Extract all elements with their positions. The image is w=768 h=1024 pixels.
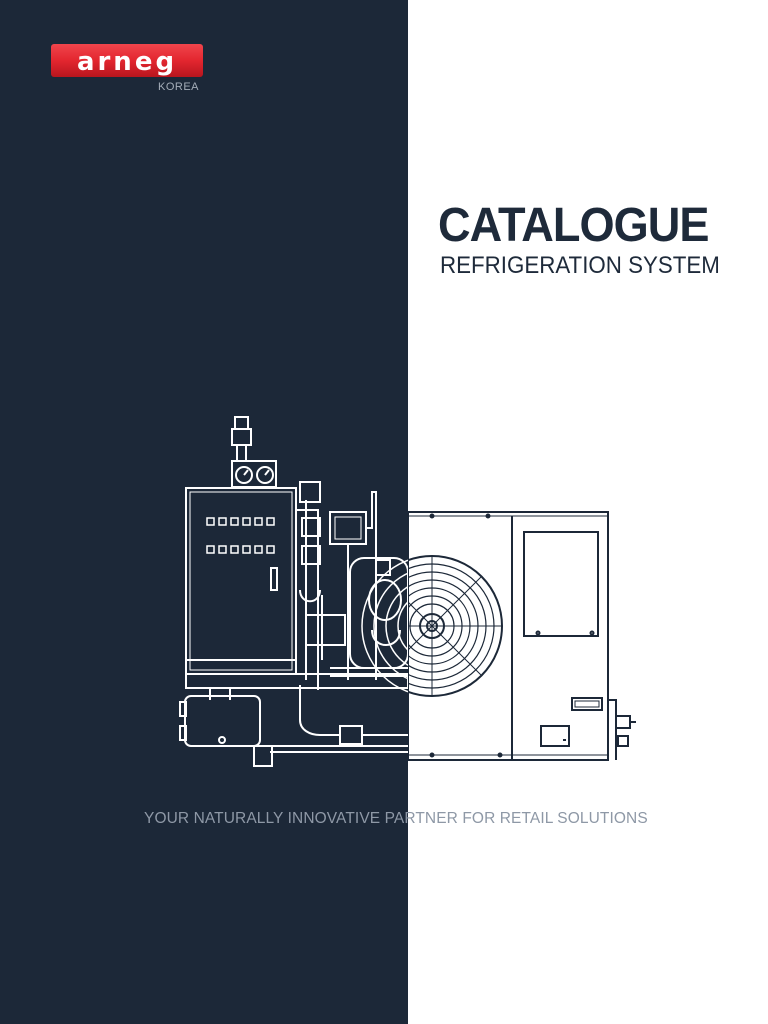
tagline: YOUR NATURALLY INNOVATIVE PARTNER FOR RE… — [144, 810, 648, 827]
svg-text:arneg: arneg — [77, 47, 177, 77]
region-label: KOREA — [158, 81, 200, 93]
outdoor-fan-unit-drawing — [408, 511, 636, 761]
condensing-unit-drawing — [179, 416, 503, 767]
refrigeration-units-illustration — [179, 416, 636, 767]
tagline-container: YOUR NATURALLY INNOVATIVE PARTNER FOR RE… — [0, 810, 768, 832]
catalogue-subtitle: REFRIGERATION SYSTEM — [440, 252, 720, 279]
arneg-logo: arneg — [51, 44, 203, 77]
catalogue-title: CATALOGUE — [438, 199, 710, 252]
